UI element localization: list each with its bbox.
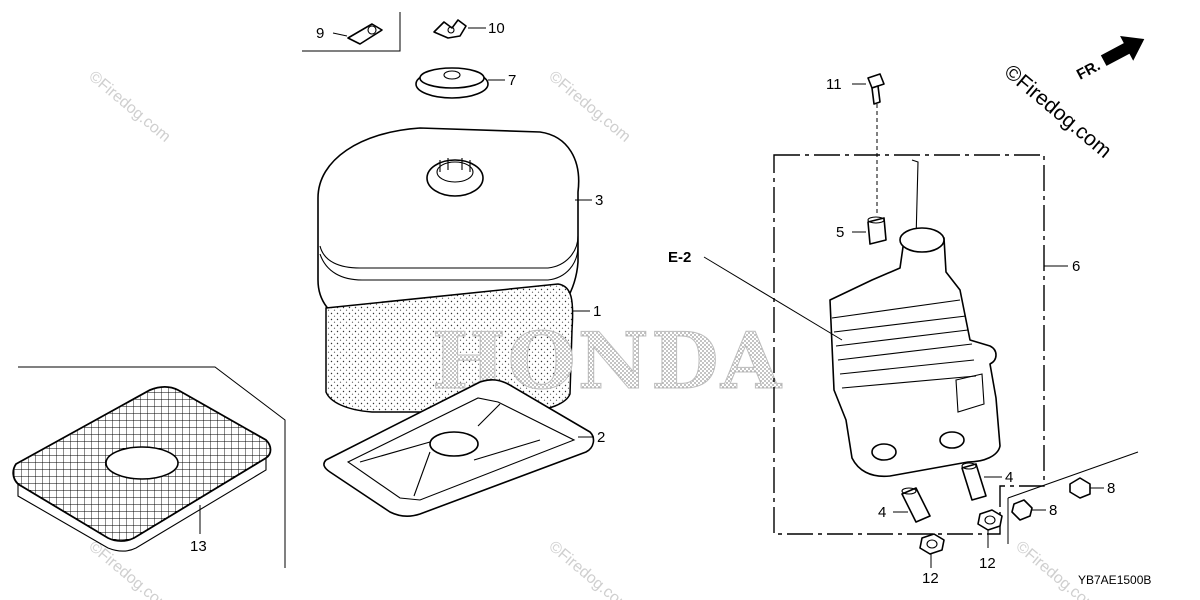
part-12-nut-left <box>919 533 945 555</box>
front-arrow-icon <box>1100 36 1145 66</box>
frame-9-10 <box>302 12 401 52</box>
part-6-elbow-assembly <box>829 159 1001 478</box>
callout-3: 3 <box>595 192 603 209</box>
part-4-tube-right <box>961 462 987 501</box>
front-direction-indicator: FR. <box>1074 36 1145 84</box>
fr-label: FR. <box>1074 57 1103 83</box>
callout-5: 5 <box>836 224 844 241</box>
watermark-bottom-left: ©Firedog.com <box>85 538 173 600</box>
watermark-bottom-right: ©Firedog.com <box>1012 538 1100 600</box>
reference-label: E-2 <box>668 249 691 266</box>
callout-2: 2 <box>597 429 605 446</box>
callout-12-right: 12 <box>979 555 996 572</box>
part-7-seal-cap <box>415 67 489 99</box>
frame-8 <box>1007 451 1139 499</box>
brand-watermark: HONDA <box>432 316 783 407</box>
part-5-collar <box>867 216 887 245</box>
part-10-wing-nut <box>433 19 467 39</box>
callout-11: 11 <box>826 76 842 93</box>
part-12-nut-right <box>977 509 1003 531</box>
part-11-bolt <box>867 73 885 105</box>
watermark-left: ©Firedog.com <box>85 68 173 146</box>
watermark-bottom-center: ©Firedog.com <box>545 538 633 600</box>
part-4-tube-left <box>901 487 931 523</box>
callout-8-lower: 8 <box>1049 502 1057 519</box>
watermark-main: ©Firedog.com <box>1000 60 1116 163</box>
part-8-cap-upper <box>1069 477 1091 499</box>
callout-7: 7 <box>508 72 516 89</box>
callout-1: 1 <box>593 303 601 320</box>
part-9-clip <box>347 23 383 45</box>
part-1-foam-element <box>325 283 574 413</box>
part-8-cap-lower <box>1011 499 1033 521</box>
callout-9: 9 <box>316 25 324 42</box>
callout-13: 13 <box>190 538 207 555</box>
callout-10: 10 <box>488 20 505 37</box>
callout-6: 6 <box>1072 258 1080 275</box>
callout-12-left: 12 <box>922 570 939 587</box>
callout-8-upper: 8 <box>1107 480 1115 497</box>
frame-13 <box>18 366 286 568</box>
diagram-code: YB7AE1500B <box>1078 573 1151 587</box>
assembly-6-boundary <box>773 154 1045 535</box>
callout-4-right: 4 <box>1005 469 1013 486</box>
callout-4-left: 4 <box>878 504 886 521</box>
part-2-element-frame <box>323 379 595 517</box>
watermark-center: ©Firedog.com <box>545 68 633 146</box>
part-13-pre-cleaner <box>12 386 272 552</box>
